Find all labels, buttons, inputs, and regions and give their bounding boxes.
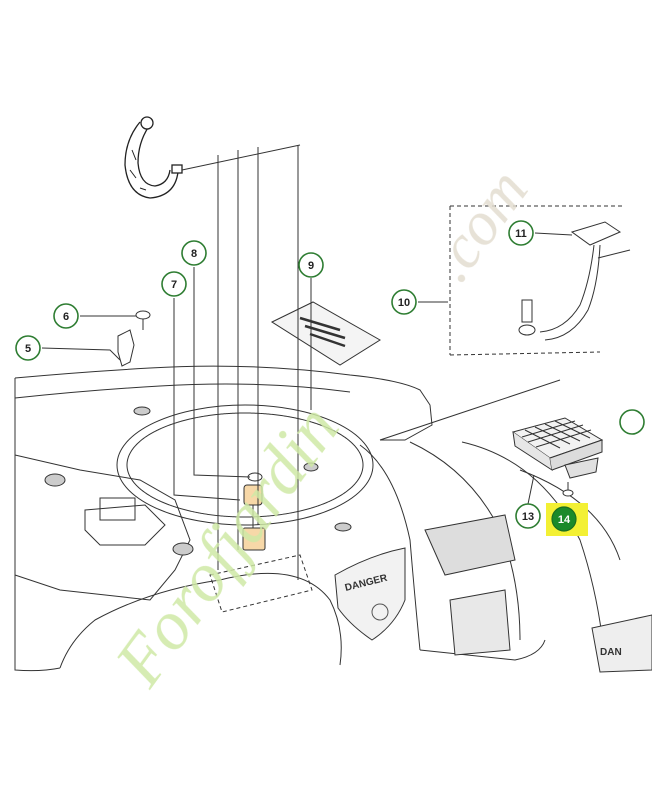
callout-7: 7 [161, 271, 187, 297]
danger-sticker: DANGER [334, 547, 406, 641]
mounting-bosses [44, 406, 352, 556]
screw-part-6 [135, 310, 151, 330]
inner-recess [424, 514, 516, 656]
grill-part-13 [511, 417, 604, 497]
watermark-main-text: Forofjardin [100, 391, 354, 700]
danger-sticker-right: DAN [591, 614, 652, 673]
callout-11: 11 [508, 220, 534, 246]
callout-6-label: 6 [63, 311, 69, 323]
hook-part [124, 116, 183, 199]
callout-8-label: 8 [191, 248, 197, 260]
callout-5-label: 5 [25, 343, 31, 355]
callout-7-label: 7 [171, 279, 177, 291]
callout-partial-right [619, 409, 645, 435]
top-cover-opening [116, 404, 374, 526]
callout-13: 13 [515, 503, 541, 529]
callout-13-label: 13 [522, 511, 534, 523]
clip-part [117, 329, 135, 367]
leader-lines [41, 144, 573, 580]
callout-8: 8 [181, 240, 207, 266]
callout-14-label: 14 [558, 514, 571, 526]
callout-5: 5 [15, 335, 41, 361]
decal-plate [270, 301, 381, 366]
callout-14-highlighted: 14 [546, 503, 588, 536]
callout-10-label: 10 [398, 297, 410, 309]
sensor-bracket-assembly [449, 205, 631, 356]
callout-11-label: 11 [515, 228, 527, 240]
danger-sticker-right-label: DAN [600, 647, 622, 658]
callout-9: 9 [298, 252, 324, 278]
callout-9-label: 9 [308, 260, 314, 272]
callout-6: 6 [53, 303, 79, 329]
left-panel [14, 454, 191, 601]
callout-10: 10 [391, 289, 417, 315]
dashed-subpanel [209, 554, 313, 613]
